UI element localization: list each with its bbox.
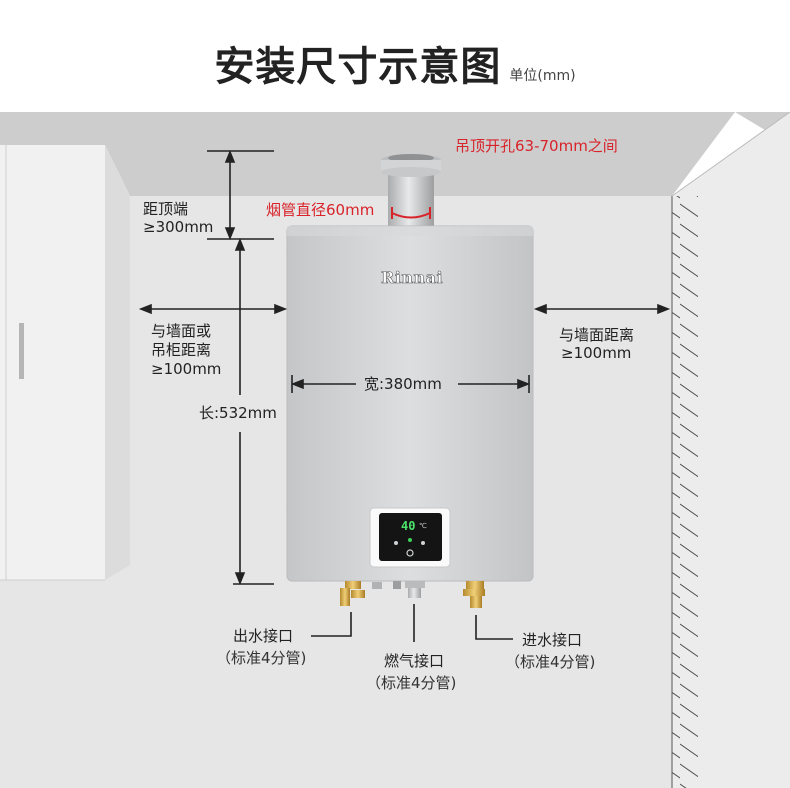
gas-label: 燃气接口 [384, 652, 445, 670]
left-clearance-line1: 与墙面或 [151, 322, 212, 340]
ceiling-hole-label: 吊顶开孔63-70mm之间 [455, 137, 618, 155]
unit-label: 单位(mm) [509, 68, 576, 84]
left-clearance-line3: ≥100mm [151, 360, 222, 378]
gas-spec: （标准4分管) [366, 674, 457, 692]
page-title: 安装尺寸示意图单位(mm) [214, 44, 576, 90]
outlet-spec: （标准4分管) [216, 649, 307, 667]
length-label: 长:532mm [199, 404, 277, 422]
brand-logo: Rinnai [381, 268, 444, 288]
top-clearance-line1: 距顶端 [143, 200, 189, 218]
inlet-connector [463, 581, 485, 608]
flue-pipe [381, 154, 441, 228]
width-label: 宽:380mm [364, 375, 442, 393]
top-clearance-line2: ≥300mm [143, 218, 214, 236]
gas-connector [393, 581, 425, 598]
dimension-lines [138, 149, 671, 642]
ceiling [0, 112, 790, 196]
left-clearance-line2: 吊柜距离 [151, 341, 212, 359]
right-wall [672, 112, 790, 788]
cabinet [0, 145, 130, 581]
outlet-connector [340, 581, 382, 606]
flue-diameter-label: 烟管直径60mm [266, 201, 375, 219]
inlet-spec: （标准4分管) [505, 653, 596, 671]
right-clearance-line2: ≥100mm [561, 344, 632, 362]
outlet-label: 出水接口 [233, 627, 294, 645]
control-panel [369, 507, 451, 568]
inlet-label: 进水接口 [522, 631, 583, 649]
temperature-unit: ℃ [419, 522, 427, 530]
right-clearance-line1: 与墙面距离 [559, 326, 635, 344]
temperature-readout: 40 [401, 519, 416, 533]
